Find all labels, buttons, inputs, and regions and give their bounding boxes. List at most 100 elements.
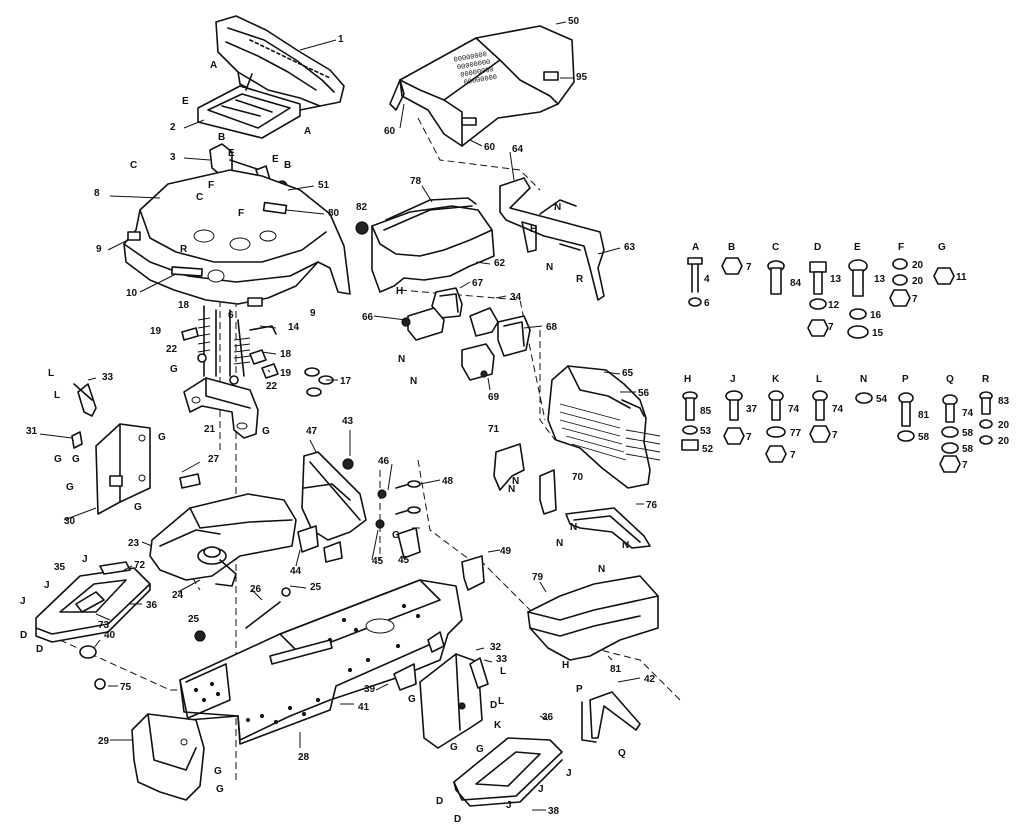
legend-bolt-q: [939, 394, 961, 473]
legend-part-number: 4: [704, 274, 710, 285]
legend-part-number: 20: [998, 436, 1010, 447]
legend-bolt-d: [807, 261, 829, 337]
legend-bolt-h: [681, 391, 699, 451]
callout-number: 33: [496, 654, 508, 665]
callout-number: 79: [532, 572, 544, 583]
reference-letter: C: [130, 160, 137, 171]
callout-number: 49: [500, 546, 512, 557]
legend-bolt-l: [809, 390, 831, 443]
reference-letter: N: [554, 202, 561, 213]
callout-number: 30: [64, 516, 76, 527]
callout-number: 73: [98, 620, 110, 631]
reference-letter: G: [450, 742, 458, 753]
callout-number: 69: [488, 392, 500, 403]
callout-number: 43: [342, 416, 354, 427]
callout-number: 9: [96, 244, 102, 255]
reference-letter: D: [490, 700, 497, 711]
legend-part-number: 37: [746, 404, 758, 415]
legend-part-number: 7: [790, 450, 796, 461]
reference-letter: N: [512, 476, 519, 487]
callout-number: 19: [150, 326, 162, 337]
rear-plate: [131, 713, 205, 801]
legend-letter: F: [898, 242, 904, 253]
callout-number: 36: [542, 712, 554, 723]
callout-number: 8: [94, 188, 100, 199]
legend-part-number: 12: [828, 300, 840, 311]
legend-letter: P: [902, 374, 909, 385]
legend-part-number: 7: [746, 432, 752, 443]
reference-letter: L: [54, 390, 60, 401]
callout-number: 9: [310, 308, 316, 319]
legend-part-number: 58: [918, 432, 930, 443]
reference-letter: A: [304, 126, 311, 137]
hood: 00000000 00000000 00000000 00000000: [389, 25, 575, 147]
callout-number: 75: [120, 682, 132, 693]
callout-number: 56: [638, 388, 650, 399]
callout-number: 47: [306, 426, 318, 437]
legend-part-number: 58: [962, 444, 974, 455]
legend-part-number: 7: [746, 262, 752, 273]
legend-bolt-p: [897, 392, 915, 442]
legend-part-number: 74: [788, 404, 800, 415]
reference-letter: D: [436, 796, 443, 807]
callout-number: 50: [568, 16, 580, 27]
reference-letter: H: [396, 286, 403, 297]
callout-number: 2: [170, 122, 176, 133]
callout-number: 45: [398, 555, 410, 566]
reference-letter: N: [410, 376, 417, 387]
hood-hinge-bracket: [499, 177, 605, 301]
leader-lines: [39, 21, 644, 811]
reference-letter: J: [20, 596, 26, 607]
legend-part-number: 81: [918, 410, 930, 421]
legend-letter: A: [692, 242, 699, 253]
callout-number: 26: [250, 584, 262, 595]
reference-letter: J: [538, 784, 544, 795]
callout-number: 25: [188, 614, 200, 625]
seat: [215, 15, 345, 111]
callout-number: 81: [610, 664, 622, 675]
legend-part-number: 85: [700, 406, 712, 417]
legend-letter: C: [772, 242, 779, 253]
callout-number: 44: [290, 566, 302, 577]
legend-washers-f: [889, 258, 911, 307]
legend-part-number: 84: [790, 278, 802, 289]
callout-number: 32: [490, 642, 502, 653]
reference-letter: L: [498, 696, 504, 707]
legend-part-number: 52: [702, 444, 714, 455]
callout-number: 29: [98, 736, 110, 747]
reference-letter: D: [454, 814, 461, 825]
callout-number: 71: [488, 424, 500, 435]
reference-letter: N: [570, 522, 577, 533]
callout-number: 18: [280, 349, 292, 360]
callout-number: 31: [26, 426, 38, 437]
legend-label-layer: A46B7C84D13127E131615F20207G11H855352J37…: [684, 242, 1010, 471]
reference-letter: F: [238, 208, 244, 219]
callout-number: 70: [572, 472, 584, 483]
callout-number: 21: [204, 424, 216, 435]
fender-pan: [123, 169, 351, 307]
dash-panel: [371, 197, 495, 293]
legend-part-number: 20: [998, 420, 1010, 431]
callout-number: 95: [576, 72, 588, 83]
callout-number: 78: [410, 176, 422, 187]
callout-number: 45: [372, 556, 384, 567]
reference-letter: B: [284, 160, 291, 171]
legend-part-number: 74: [962, 408, 974, 419]
legend-nut-n: [855, 392, 873, 404]
grille-nose: [547, 365, 661, 489]
reference-letter: J: [566, 768, 572, 779]
callout-number: 38: [548, 806, 560, 817]
legend-part-number: 74: [832, 404, 844, 415]
legend-bolt-j: [723, 390, 745, 445]
right-running-board: [453, 737, 563, 807]
callout-number: 48: [442, 476, 454, 487]
frame-holes: [193, 603, 421, 725]
legend-part-number: 58: [962, 428, 974, 439]
legend-bolt-e: [847, 259, 869, 339]
seat-pan: [197, 73, 301, 139]
reference-letter: D: [36, 644, 43, 655]
